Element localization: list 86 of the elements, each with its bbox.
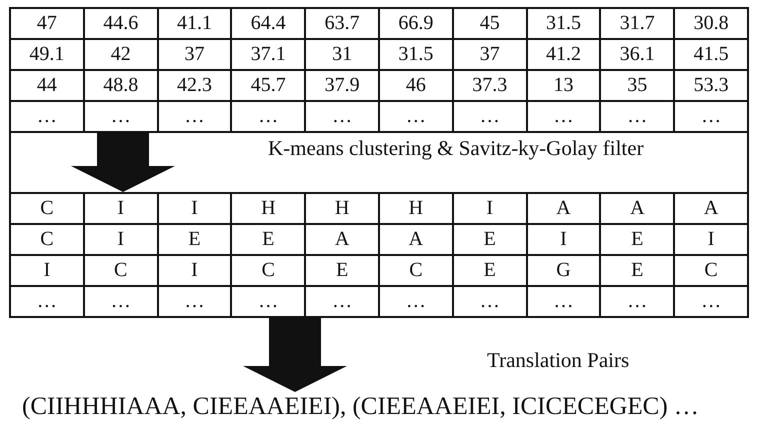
table-cell-text: 47: [36, 12, 57, 35]
table-cell-text: 45.7: [250, 74, 286, 97]
table-cell-text: 63.7: [324, 12, 360, 35]
table-cell-text: C: [262, 259, 275, 282]
table-cell-text: 42.3: [176, 74, 212, 97]
table-cell-text: I: [486, 197, 494, 220]
step-label: K-means clustering & Savitz-ky-Golay filter: [268, 138, 644, 159]
table-cell-text: …: [553, 290, 574, 313]
table-cell-text: A: [556, 197, 571, 220]
table-cell-text: …: [258, 105, 278, 128]
table-cell-text: 37: [184, 43, 204, 66]
table-cell-text: C: [409, 259, 423, 282]
table-cell-text: …: [184, 105, 204, 128]
table-cell-text: 48.8: [103, 74, 138, 97]
table-cell-text: E: [631, 228, 644, 251]
table-cell-text: E: [262, 228, 274, 251]
table-cell-text: C: [704, 259, 718, 282]
table-cell-text: I: [117, 228, 124, 251]
table-cell-text: …: [480, 105, 500, 128]
table-cell-text: 37.3: [472, 74, 508, 97]
table-cell-text: I: [191, 197, 198, 220]
table-cell-text: …: [406, 105, 426, 128]
table-cell-text: 44: [36, 74, 57, 97]
table-cell-text: …: [184, 290, 204, 313]
table-cell-text: I: [44, 259, 50, 282]
table-cell-text: A: [334, 228, 350, 251]
table-cell-text: C: [114, 259, 128, 282]
data-table: [9, 7, 749, 133]
table-cell-text: 31.5: [546, 12, 581, 35]
table-cell-text: …: [110, 105, 131, 128]
table-cell-text: …: [627, 290, 648, 313]
table-cell-text: 37: [480, 43, 500, 66]
table-cell-text: 44.6: [103, 12, 138, 35]
table-cell-text: …: [553, 105, 574, 128]
table-cell-text: 30.8: [694, 12, 729, 35]
table-cell-text: …: [332, 290, 352, 313]
table-cell-text: A: [408, 228, 424, 251]
data-table: [9, 192, 749, 318]
table-cell-text: H: [334, 197, 350, 220]
table-cell-text: 35: [627, 74, 648, 97]
table-cell-text: A: [630, 197, 645, 220]
table-cell-text: 46: [406, 74, 426, 97]
table-cell-text: A: [704, 197, 718, 220]
table-cell-text: …: [36, 105, 57, 128]
table-cell-text: …: [701, 105, 722, 128]
table-cell-text: E: [336, 259, 348, 282]
table-cell-text: 66.9: [398, 12, 434, 35]
block-arrow: [243, 318, 347, 392]
table-cell-text: 41.5: [694, 43, 729, 66]
block-arrow: [71, 133, 175, 192]
table-cell-text: 45: [480, 12, 500, 35]
table-cell-text: C: [40, 228, 54, 251]
table-cell-text: 37.9: [324, 74, 360, 97]
table-cell-text: 49.1: [29, 43, 64, 66]
table-cell-text: G: [556, 259, 571, 282]
table-cell-text: 13: [553, 74, 574, 97]
table-cell-text: 41.2: [546, 43, 581, 66]
translation-pairs-text: (CIIHHHIAAA, CIEEAAEIEI), (CIEEAAEIEI, ICICECEGEC) …: [22, 392, 699, 422]
table-cell-text: E: [484, 228, 496, 251]
table-cell-text: …: [627, 105, 648, 128]
table-cell-text: …: [36, 290, 57, 313]
table-cell-text: 31: [332, 43, 352, 66]
table-cell-text: C: [40, 197, 54, 220]
table-cell-text: …: [701, 290, 722, 313]
table-cell-text: 53.3: [694, 74, 729, 97]
table-cell-text: …: [480, 290, 500, 313]
table-cell-text: …: [332, 105, 352, 128]
table-cell-text: 41.1: [176, 12, 212, 35]
table-cell-text: 31.7: [620, 12, 655, 35]
table-cell-text: 31.5: [398, 43, 434, 66]
table-cell-text: …: [258, 290, 278, 313]
table-cell-text: …: [110, 290, 131, 313]
table-cell-text: 36.1: [620, 43, 655, 66]
table-cell-text: H: [261, 197, 276, 220]
table-cell-text: E: [188, 228, 201, 251]
table-cell-text: I: [191, 259, 198, 282]
table-cell-text: 37.1: [250, 43, 286, 66]
table-cell-text: I: [708, 228, 714, 251]
table-cell-text: I: [560, 228, 567, 251]
table-cell-text: H: [408, 197, 424, 220]
table-cell-text: E: [484, 259, 496, 282]
table-cell-text: 64.4: [250, 12, 286, 35]
table-cell-text: …: [406, 290, 426, 313]
table-cell-text: 42: [110, 43, 131, 66]
table-cell-text: I: [117, 197, 124, 220]
table-cell-text: E: [631, 259, 644, 282]
